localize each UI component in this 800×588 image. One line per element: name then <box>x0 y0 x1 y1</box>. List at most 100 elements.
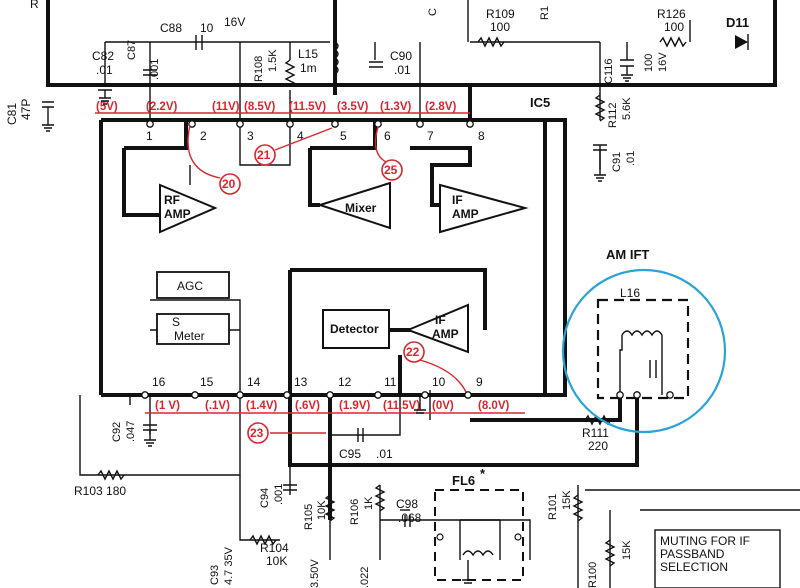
svg-text:.001: .001 <box>273 484 285 505</box>
svg-text:100: 100 <box>490 20 510 34</box>
pin-11: 11 <box>384 375 397 389</box>
svg-text:L15: L15 <box>298 47 318 61</box>
svg-text:C91: C91 <box>611 152 623 172</box>
svg-text:.068: .068 <box>398 511 422 525</box>
ic-pins-top: 1 2 3 4 5 6 7 8 <box>146 120 485 143</box>
voltage-pin-16: (1 V) <box>155 400 180 412</box>
agc-block: AGC <box>156 271 230 299</box>
svg-text:R100: R100 <box>587 562 599 588</box>
pin-15: 15 <box>200 375 214 389</box>
voltage-pin-14: (1.4V) <box>246 400 277 412</box>
svg-text:AMP: AMP <box>452 207 479 221</box>
svg-text:1m: 1m <box>300 61 317 75</box>
svg-text:C82: C82 <box>92 49 114 63</box>
pin-10: 10 <box>432 375 446 389</box>
voltage-pin-6: (3.5V) <box>337 101 368 113</box>
highlight-circle <box>561 268 727 434</box>
detector-block: Detector <box>322 309 390 349</box>
am-ift-block: AM IFT L16 <box>596 247 690 400</box>
pin-9: 9 <box>476 375 483 389</box>
svg-text:10K: 10K <box>266 554 287 568</box>
voltages-top: (5V) (2.2V) (11V) (8.5V) (11.5V) (3.5V) … <box>95 101 470 114</box>
svg-text:AGC: AGC <box>177 279 203 293</box>
marker-20: 20 <box>222 177 236 191</box>
pin-6: 6 <box>384 129 391 143</box>
svg-text:3.50V: 3.50V <box>309 559 321 588</box>
voltage-pin-9: (8.0V) <box>478 400 509 412</box>
svg-text:R104: R104 <box>260 541 289 555</box>
svg-text:C116: C116 <box>603 59 615 84</box>
fl6-block: FL6 * <box>434 466 524 581</box>
svg-text:220: 220 <box>588 439 608 453</box>
svg-text:Meter: Meter <box>174 329 205 343</box>
mixer-block: Mixer <box>316 181 391 230</box>
svg-text:MUTING FOR IF: MUTING FOR IF <box>660 534 750 548</box>
test-point-markers: 20 21 25 22 23 <box>187 124 467 444</box>
marker-22: 22 <box>406 345 420 359</box>
svg-text:.01: .01 <box>625 151 637 166</box>
svg-text:Mixer: Mixer <box>345 201 377 215</box>
am-ift-label: AM IFT <box>606 247 649 262</box>
voltage-pin-7: (1.3V) <box>380 101 411 113</box>
svg-text:C81: C81 <box>5 103 19 125</box>
svg-text:.047: .047 <box>125 421 137 442</box>
svg-text:D11: D11 <box>726 15 749 30</box>
svg-text:R111: R111 <box>582 426 609 440</box>
svg-text:IF: IF <box>435 313 446 327</box>
pin-14: 14 <box>247 375 261 389</box>
muting-note: MUTING FOR IF PASSBAND SELECTION <box>654 529 781 588</box>
pin-1: 1 <box>146 129 153 143</box>
svg-text:PASSBAND: PASSBAND <box>660 547 725 561</box>
svg-text:C88: C88 <box>160 21 182 35</box>
fl6-label: FL6 <box>452 473 475 488</box>
svg-text:AMP: AMP <box>432 327 459 341</box>
marker-21: 21 <box>257 148 271 162</box>
pin-13: 13 <box>294 375 308 389</box>
pin-3: 3 <box>247 129 254 143</box>
svg-text:100: 100 <box>664 20 684 34</box>
if-amp-block-1: IF AMP <box>439 183 529 234</box>
svg-text:.022: .022 <box>359 567 371 588</box>
svg-text:R126: R126 <box>657 7 686 21</box>
component-labels: C88 10 16V C82 .01 C87 .001 R108 1.5K L1… <box>5 0 749 588</box>
marker-23: 23 <box>250 426 264 440</box>
svg-text:C93: C93 <box>209 565 221 585</box>
svg-text:R106: R106 <box>349 499 361 525</box>
pin-12: 12 <box>338 375 352 389</box>
svg-text:R: R <box>30 0 39 11</box>
svg-text:.001: .001 <box>149 59 161 80</box>
pin-4: 4 <box>297 129 304 143</box>
ic-pins-bottom: 16 15 14 13 12 11 10 9 <box>141 375 483 399</box>
svg-text:1K: 1K <box>363 496 375 510</box>
component-symbols <box>42 34 749 584</box>
svg-text:10K: 10K <box>316 500 328 520</box>
l16-label: L16 <box>620 286 640 300</box>
smeter-block: S Meter <box>156 313 230 345</box>
voltage-pin-8: (2.8V) <box>425 101 456 113</box>
svg-text:1.5K: 1.5K <box>267 49 279 72</box>
voltage-pin-1: (5V) <box>96 101 118 113</box>
svg-text:C98: C98 <box>396 497 418 511</box>
svg-text:C: C <box>427 8 439 16</box>
svg-text:R101: R101 <box>547 494 559 520</box>
svg-text:16V: 16V <box>657 52 669 72</box>
svg-text:47P: 47P <box>19 99 33 120</box>
svg-text:Detector: Detector <box>330 322 379 336</box>
svg-text:R105: R105 <box>303 504 315 530</box>
svg-text:AMP: AMP <box>164 207 191 221</box>
pin-7: 7 <box>427 129 434 143</box>
if-amp-block-2: IF AMP <box>405 303 469 354</box>
svg-text:SELECTION: SELECTION <box>660 560 728 574</box>
svg-text:C90: C90 <box>390 49 412 63</box>
ic-label: IC5 <box>530 95 550 110</box>
rf-amp-block: RF AMP <box>159 183 218 234</box>
svg-text:15K: 15K <box>621 540 633 560</box>
svg-text:RF: RF <box>164 193 180 207</box>
svg-text:S: S <box>172 315 180 329</box>
voltage-pin-15: (.1V) <box>205 400 230 412</box>
pin-8: 8 <box>478 129 485 143</box>
svg-text:4.7 35V: 4.7 35V <box>223 546 235 585</box>
svg-text:10: 10 <box>200 21 214 35</box>
svg-text:C94: C94 <box>259 488 271 508</box>
